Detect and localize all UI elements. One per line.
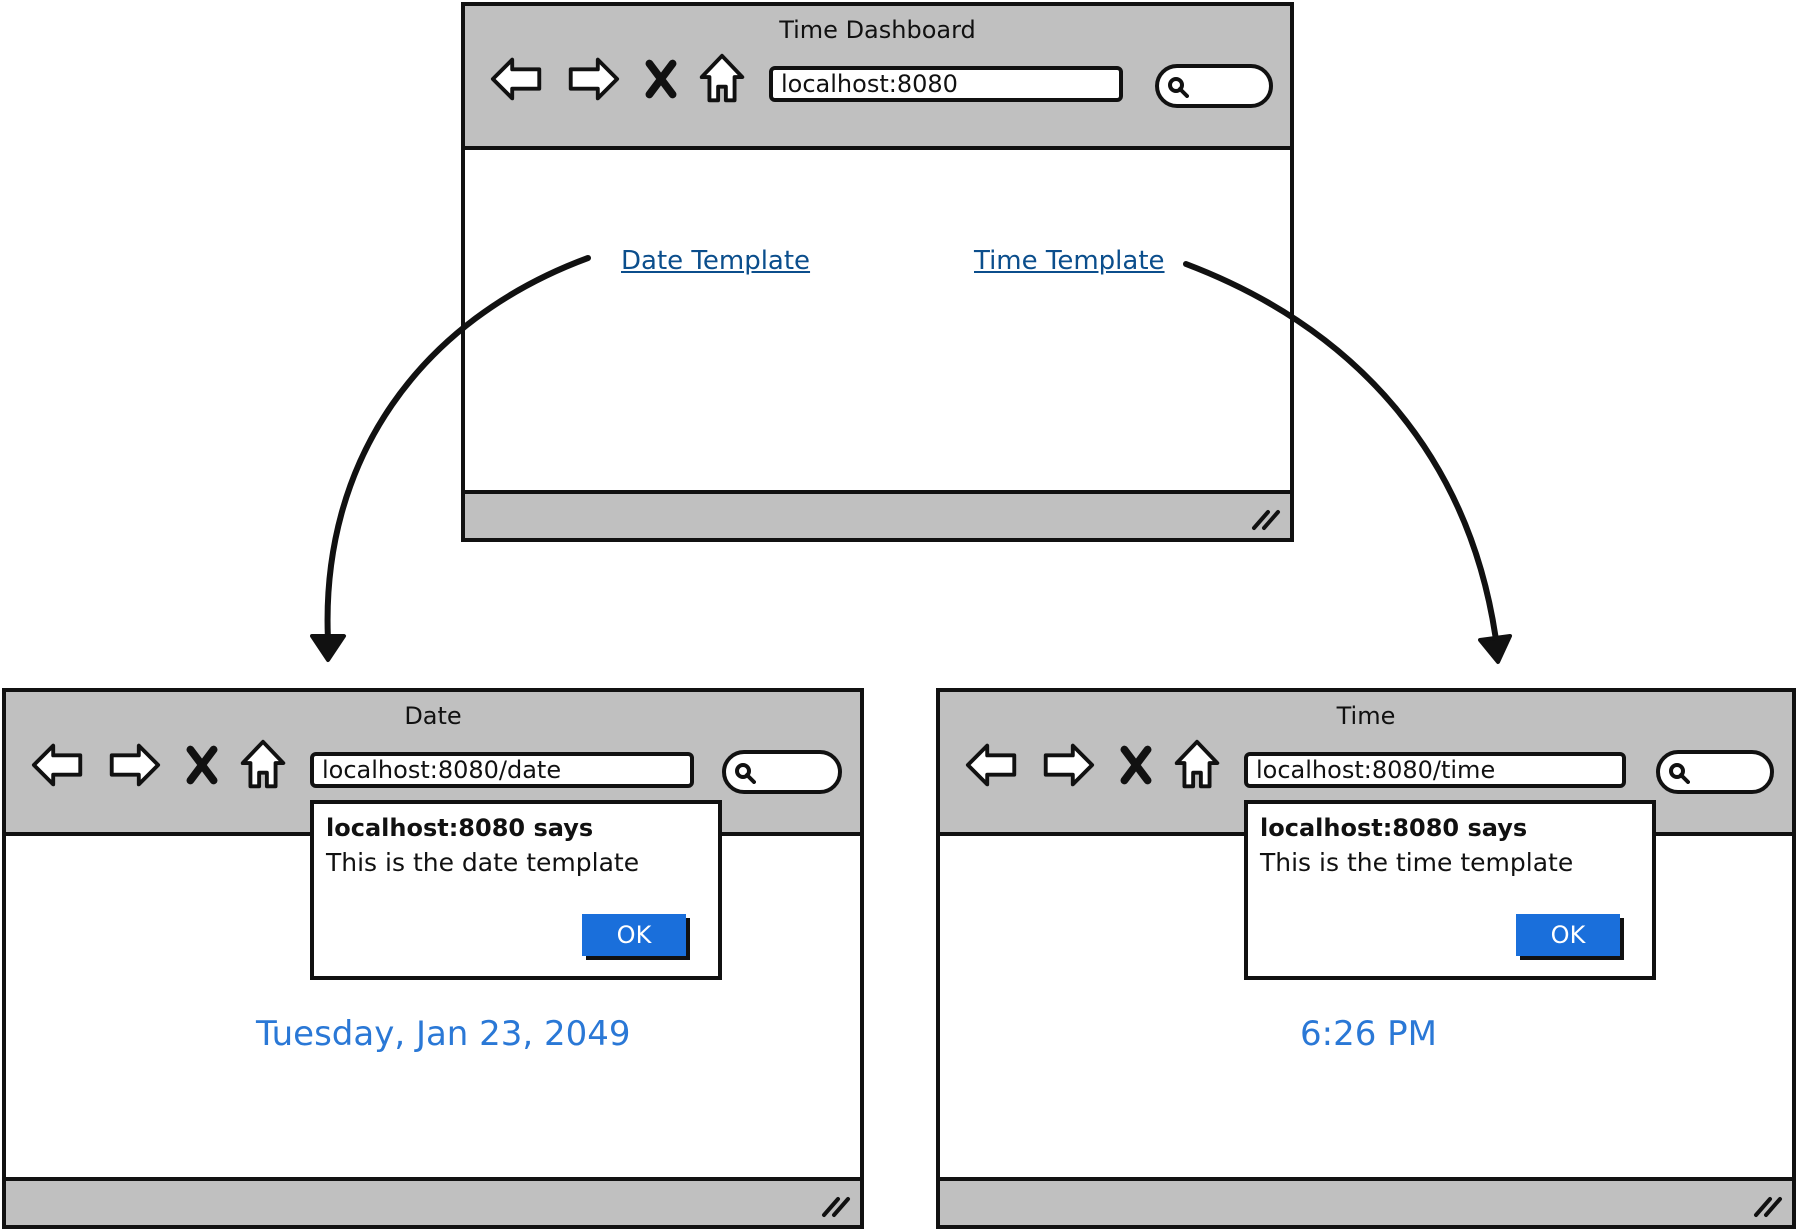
browser-header: Time Dashboard localhost:8080 (465, 6, 1290, 150)
url-bar[interactable]: localhost:8080 (769, 66, 1123, 102)
search-input[interactable] (722, 750, 842, 794)
back-arrow-icon[interactable] (489, 50, 547, 108)
home-icon[interactable] (1172, 736, 1222, 794)
forward-arrow-icon[interactable] (563, 50, 621, 108)
resize-grip-icon[interactable] (818, 1189, 852, 1219)
back-arrow-icon[interactable] (30, 736, 88, 794)
window-title: Time Dashboard (779, 16, 976, 44)
search-icon (735, 763, 756, 784)
alert-dialog: localhost:8080 says This is the time tem… (1244, 800, 1656, 980)
forward-arrow-icon[interactable] (1038, 736, 1096, 794)
time-window: Time localhost:8080/time localhost:8080 … (936, 688, 1796, 1229)
date-window: Date localhost:8080/date localhost:8080 … (2, 688, 864, 1229)
alert-message: This is the time template (1260, 848, 1574, 877)
alert-dialog: localhost:8080 says This is the date tem… (310, 800, 722, 980)
window-title: Time (1336, 702, 1396, 730)
search-input[interactable] (1656, 750, 1774, 794)
close-icon[interactable] (641, 50, 681, 108)
search-icon (1669, 763, 1690, 784)
close-icon[interactable] (1116, 736, 1156, 794)
status-bar (940, 1177, 1792, 1225)
alert-title: localhost:8080 says (326, 814, 594, 842)
date-display: Tuesday, Jan 23, 2049 (256, 1014, 631, 1054)
arrowhead-to-time (1478, 634, 1512, 664)
ok-button[interactable]: OK (1516, 914, 1620, 956)
dashboard-window: Time Dashboard localhost:8080 Date Templ… (461, 2, 1294, 542)
alert-title: localhost:8080 says (1260, 814, 1528, 842)
resize-grip-icon[interactable] (1248, 502, 1282, 532)
url-bar[interactable]: localhost:8080/date (310, 752, 694, 788)
window-title: Date (404, 702, 462, 730)
date-template-link[interactable]: Date Template (621, 246, 811, 276)
url-bar[interactable]: localhost:8080/time (1244, 752, 1626, 788)
search-icon (1168, 77, 1189, 98)
time-template-link[interactable]: Time Template (974, 246, 1165, 276)
time-display: 6:26 PM (1300, 1014, 1437, 1054)
status-bar (6, 1177, 860, 1225)
ok-button[interactable]: OK (582, 914, 686, 956)
resize-grip-icon[interactable] (1750, 1189, 1784, 1219)
search-input[interactable] (1155, 64, 1273, 108)
forward-arrow-icon[interactable] (104, 736, 162, 794)
arrowhead-to-date (310, 634, 346, 662)
alert-message: This is the date template (326, 848, 640, 877)
close-icon[interactable] (182, 736, 222, 794)
home-icon[interactable] (238, 736, 288, 794)
status-bar (465, 490, 1290, 538)
home-icon[interactable] (697, 50, 747, 108)
back-arrow-icon[interactable] (964, 736, 1022, 794)
